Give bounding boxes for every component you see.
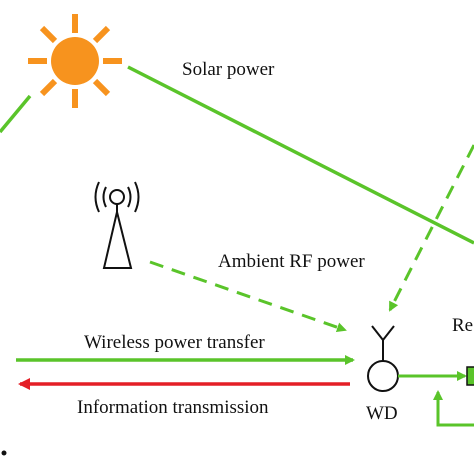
relay-power-arrow — [388, 144, 474, 312]
sun-icon — [28, 14, 122, 108]
rf-transmitter-icon — [94, 181, 140, 269]
wd-label: WD — [366, 403, 398, 424]
wireless-power-transfer-label: Wireless power transfer — [84, 332, 265, 353]
ambient-rf-arrow — [149, 260, 347, 333]
wd-node — [367, 360, 399, 392]
bullet-dot — [1, 450, 7, 456]
feedback-loop-line — [433, 390, 474, 427]
solar-power-label: Solar power — [182, 59, 275, 80]
circuit-block-icon — [466, 366, 474, 386]
receiver-label-truncated: Re — [452, 315, 473, 336]
ambient-rf-label: Ambient RF power — [218, 251, 365, 272]
information-transmission-label: Information transmission — [77, 397, 269, 418]
solar-power-ray-right — [127, 65, 474, 245]
solar-power-ray-left — [0, 94, 32, 134]
antenna-icon — [371, 325, 395, 362]
